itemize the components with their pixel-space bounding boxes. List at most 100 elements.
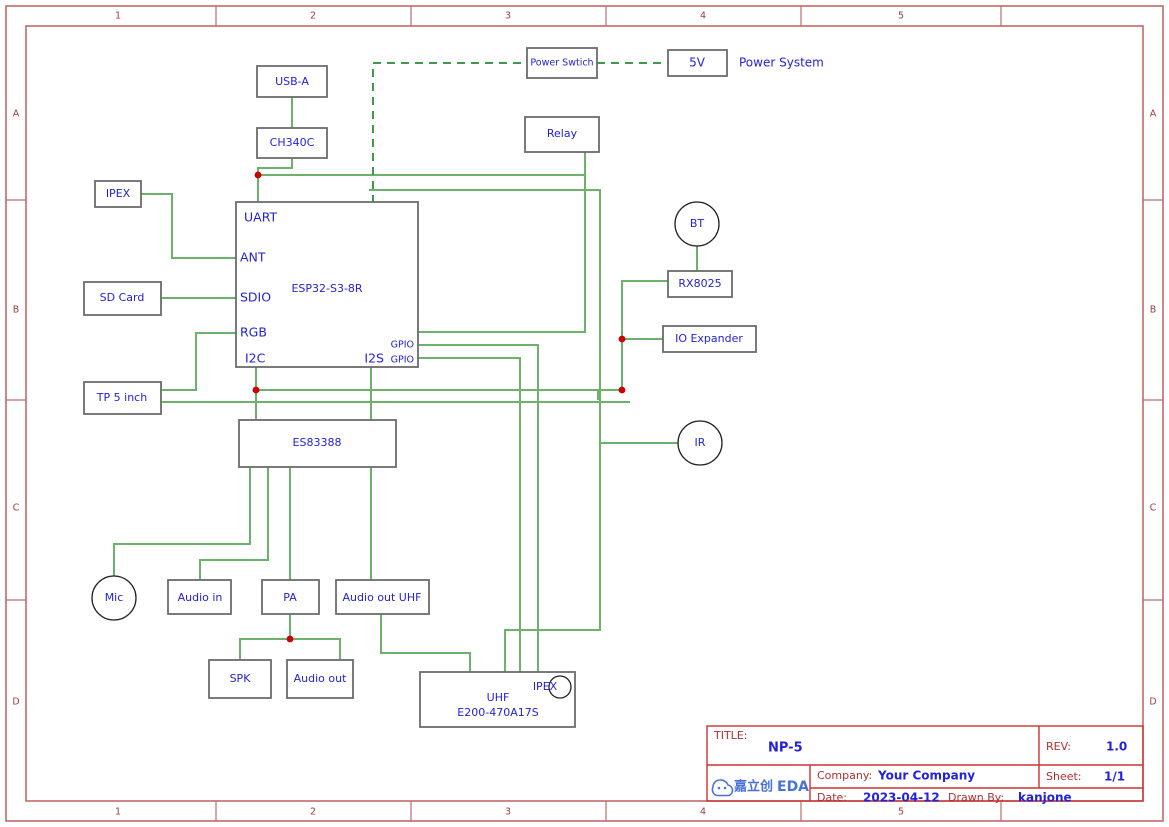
block-rx8025[interactable]: RX8025	[667, 270, 733, 298]
block-ch340c[interactable]: CH340C	[256, 127, 328, 159]
block-tp5inch-label: TP 5 inch	[96, 391, 147, 404]
block-ipex-left-label: IPEX	[106, 187, 131, 200]
block-power-switch-label: Power Swtich	[530, 58, 593, 69]
frame-row-ticks-left	[6, 199, 26, 601]
label-power-system: Power System	[739, 56, 824, 70]
block-power-switch[interactable]: Power Swtich	[526, 47, 598, 79]
block-uhf-module[interactable]: UHF E200-470A17S IPEX	[419, 671, 576, 728]
cloud-icon	[711, 779, 734, 797]
frame-row-d-left: D	[12, 697, 19, 708]
wire-tp5-to-rgb	[161, 332, 236, 391]
block-audio-out-label: Audio out	[294, 672, 347, 685]
frame-col-1: 1	[115, 11, 121, 22]
block-ch340c-label: CH340C	[270, 136, 315, 149]
frame-col-4-bottom: 4	[700, 807, 706, 818]
block-usb-a[interactable]: USB-A	[256, 65, 328, 98]
block-tp5inch[interactable]: TP 5 inch	[83, 381, 162, 415]
wire-bus-to-rx8025	[621, 280, 668, 390]
block-pa-label: PA	[283, 591, 297, 604]
logo-en-text: EDA	[777, 779, 809, 795]
block-sd-card[interactable]: SD Card	[83, 281, 162, 316]
block-uhf-ipex-label: IPEX	[533, 680, 558, 693]
mcu-pin-i2c: I2C	[245, 351, 266, 366]
drawn-by-value: kanjone	[1018, 791, 1072, 805]
block-sd-card-label: SD Card	[100, 291, 145, 304]
block-audio-in[interactable]: Audio in	[167, 579, 232, 615]
frame-row-ticks-right	[1143, 199, 1163, 601]
frame-row-a-left: A	[13, 109, 20, 120]
block-mic-label: Mic	[105, 591, 124, 604]
frame-col-4: 4	[700, 11, 706, 22]
mcu-pin-uart: UART	[244, 210, 277, 225]
block-spk[interactable]: SPK	[208, 659, 272, 699]
frame-column-ticks-top	[215, 6, 1002, 26]
mcu-pin-gpio-1: GPIO	[391, 340, 414, 351]
block-audio-out-uhf-label: Audio out UHF	[343, 591, 422, 604]
block-uhf-line1: UHF	[487, 691, 510, 704]
block-bt[interactable]: BT	[674, 201, 720, 247]
wire-codec-to-mic	[113, 467, 251, 578]
wire-riser-to-uhf	[504, 380, 601, 700]
frame-row-c-right: C	[1150, 503, 1157, 514]
rev-value: 1.0	[1106, 740, 1127, 754]
frame-col-2: 2	[310, 11, 316, 22]
block-rx8025-label: RX8025	[678, 277, 721, 290]
title-label: TITLE:	[713, 729, 747, 742]
block-ipex-left[interactable]: IPEX	[94, 180, 142, 208]
block-ir[interactable]: IR	[677, 420, 723, 466]
wire-ch340c-to-uart	[257, 157, 293, 202]
frame-row-b-left: B	[13, 305, 20, 316]
mcu-pin-gpio-2: GPIO	[391, 355, 414, 366]
drawn-by-label: Drawn By:	[948, 791, 1004, 804]
title-value: NP-5	[768, 741, 803, 756]
frame-column-ticks-bottom	[215, 801, 1002, 821]
block-mic[interactable]: Mic	[91, 575, 137, 621]
block-relay[interactable]: Relay	[524, 116, 600, 153]
sheet-value: 1/1	[1104, 770, 1125, 784]
wire-codec-to-audio-in	[199, 467, 269, 580]
block-io-expander[interactable]: IO Expander	[662, 325, 757, 353]
frame-col-1-bottom: 1	[115, 807, 121, 818]
frame-row-c-left: C	[13, 503, 20, 514]
block-es83388[interactable]: ES83388	[238, 419, 397, 468]
jlceda-logo: 嘉立创 EDA	[711, 779, 809, 797]
company-label: Company:	[817, 769, 872, 782]
wire-bus-right-riser	[369, 189, 601, 380]
block-relay-label: Relay	[547, 127, 578, 140]
junction-io-expander	[618, 335, 626, 343]
sheet-label: Sheet:	[1046, 770, 1082, 783]
company-value: Your Company	[877, 769, 975, 783]
wire-ipex-to-ant	[141, 193, 236, 259]
block-es83388-label: ES83388	[293, 436, 342, 449]
block-audio-out[interactable]: Audio out	[286, 659, 354, 699]
junction-i2c-bus	[252, 386, 260, 394]
block-uhf-line2: E200-470A17S	[457, 706, 538, 719]
junction-right-bus	[618, 386, 626, 394]
frame-col-3-bottom: 3	[505, 807, 511, 818]
junction-uart-bus	[254, 171, 262, 179]
mcu-part-label: ESP32-S3-8R	[291, 282, 362, 295]
wire-gpio-to-uhf-b	[418, 357, 521, 690]
logo-cn-text: 嘉立创	[733, 779, 773, 795]
frame-col-2-bottom: 2	[310, 807, 316, 818]
mcu-pin-i2s: I2S	[364, 351, 384, 366]
date-label: Date:	[817, 791, 847, 804]
frame-col-5-bottom: 5	[898, 807, 904, 818]
block-mcu-esp32[interactable]: UART ANT SDIO RGB I2C I2S GPIO GPIO ESP3…	[235, 201, 419, 368]
block-usb-a-label: USB-A	[275, 75, 309, 88]
uhf-ipex-connector-icon	[548, 675, 572, 699]
block-spk-label: SPK	[230, 672, 252, 685]
block-pa[interactable]: PA	[261, 579, 320, 615]
frame-row-d-right: D	[1149, 697, 1156, 708]
rev-label: REV:	[1046, 740, 1071, 753]
frame-row-a-right: A	[1150, 109, 1157, 120]
block-5v-label: 5V	[689, 56, 706, 70]
block-5v[interactable]: 5V	[667, 49, 728, 77]
mcu-pin-sdio: SDIO	[240, 290, 271, 305]
block-audio-out-uhf[interactable]: Audio out UHF	[335, 579, 430, 615]
mcu-pin-ant: ANT	[240, 250, 266, 265]
